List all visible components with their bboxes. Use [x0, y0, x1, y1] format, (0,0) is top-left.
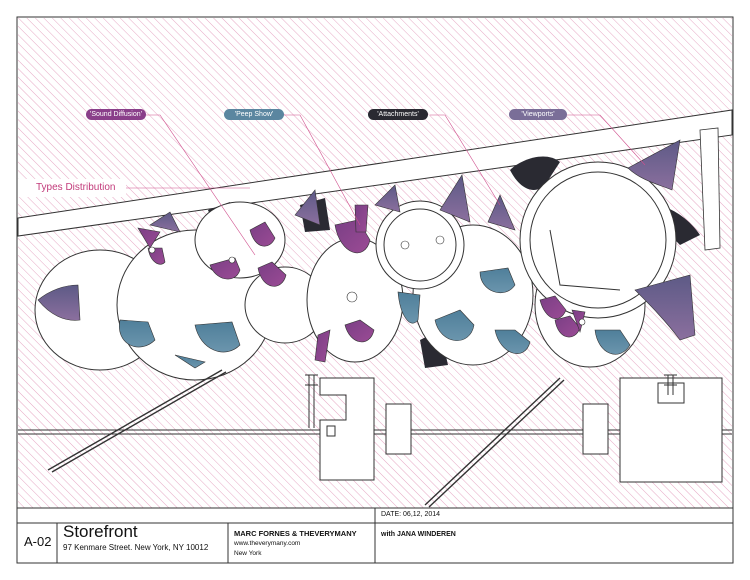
tag-attachments: 'Attachments': [368, 109, 428, 120]
project-address: 97 Kenmare Street. New York, NY 10012: [63, 543, 209, 552]
peep-holes: [148, 235, 586, 326]
title-block-frame: [17, 507, 733, 563]
plan-blocks: [319, 377, 723, 483]
project-title: Storefront: [63, 522, 138, 541]
firm-name: MARC FORNES & THEVERYMANY: [234, 529, 357, 538]
peep-show-cones: [119, 267, 631, 369]
tag-viewports: 'Viewports': [509, 109, 567, 120]
types-distribution-label: Types Distribution: [18, 179, 126, 197]
collaborator: with JANA WINDEREN: [381, 531, 456, 538]
tag-peep-show: 'Peep Show': [224, 109, 284, 120]
tag-sound-diffusion: 'Sound Diffusion': [86, 109, 146, 120]
viewport-rings: [383, 171, 667, 309]
firm-city: New York: [234, 550, 262, 557]
firm-website: www.theverymany.com: [234, 540, 301, 547]
diagonal-beams: [47, 369, 565, 508]
sheet-number: A-02: [24, 534, 52, 549]
drawing-date: DATE: 06,12, 2014: [381, 511, 441, 518]
leader-lines: [126, 114, 646, 256]
viewport-cones: [37, 139, 696, 341]
floor-lines: [18, 429, 732, 435]
right-wall-piece: [699, 127, 721, 251]
column-markers: [305, 374, 677, 437]
storefront-wall-band: [17, 109, 733, 237]
